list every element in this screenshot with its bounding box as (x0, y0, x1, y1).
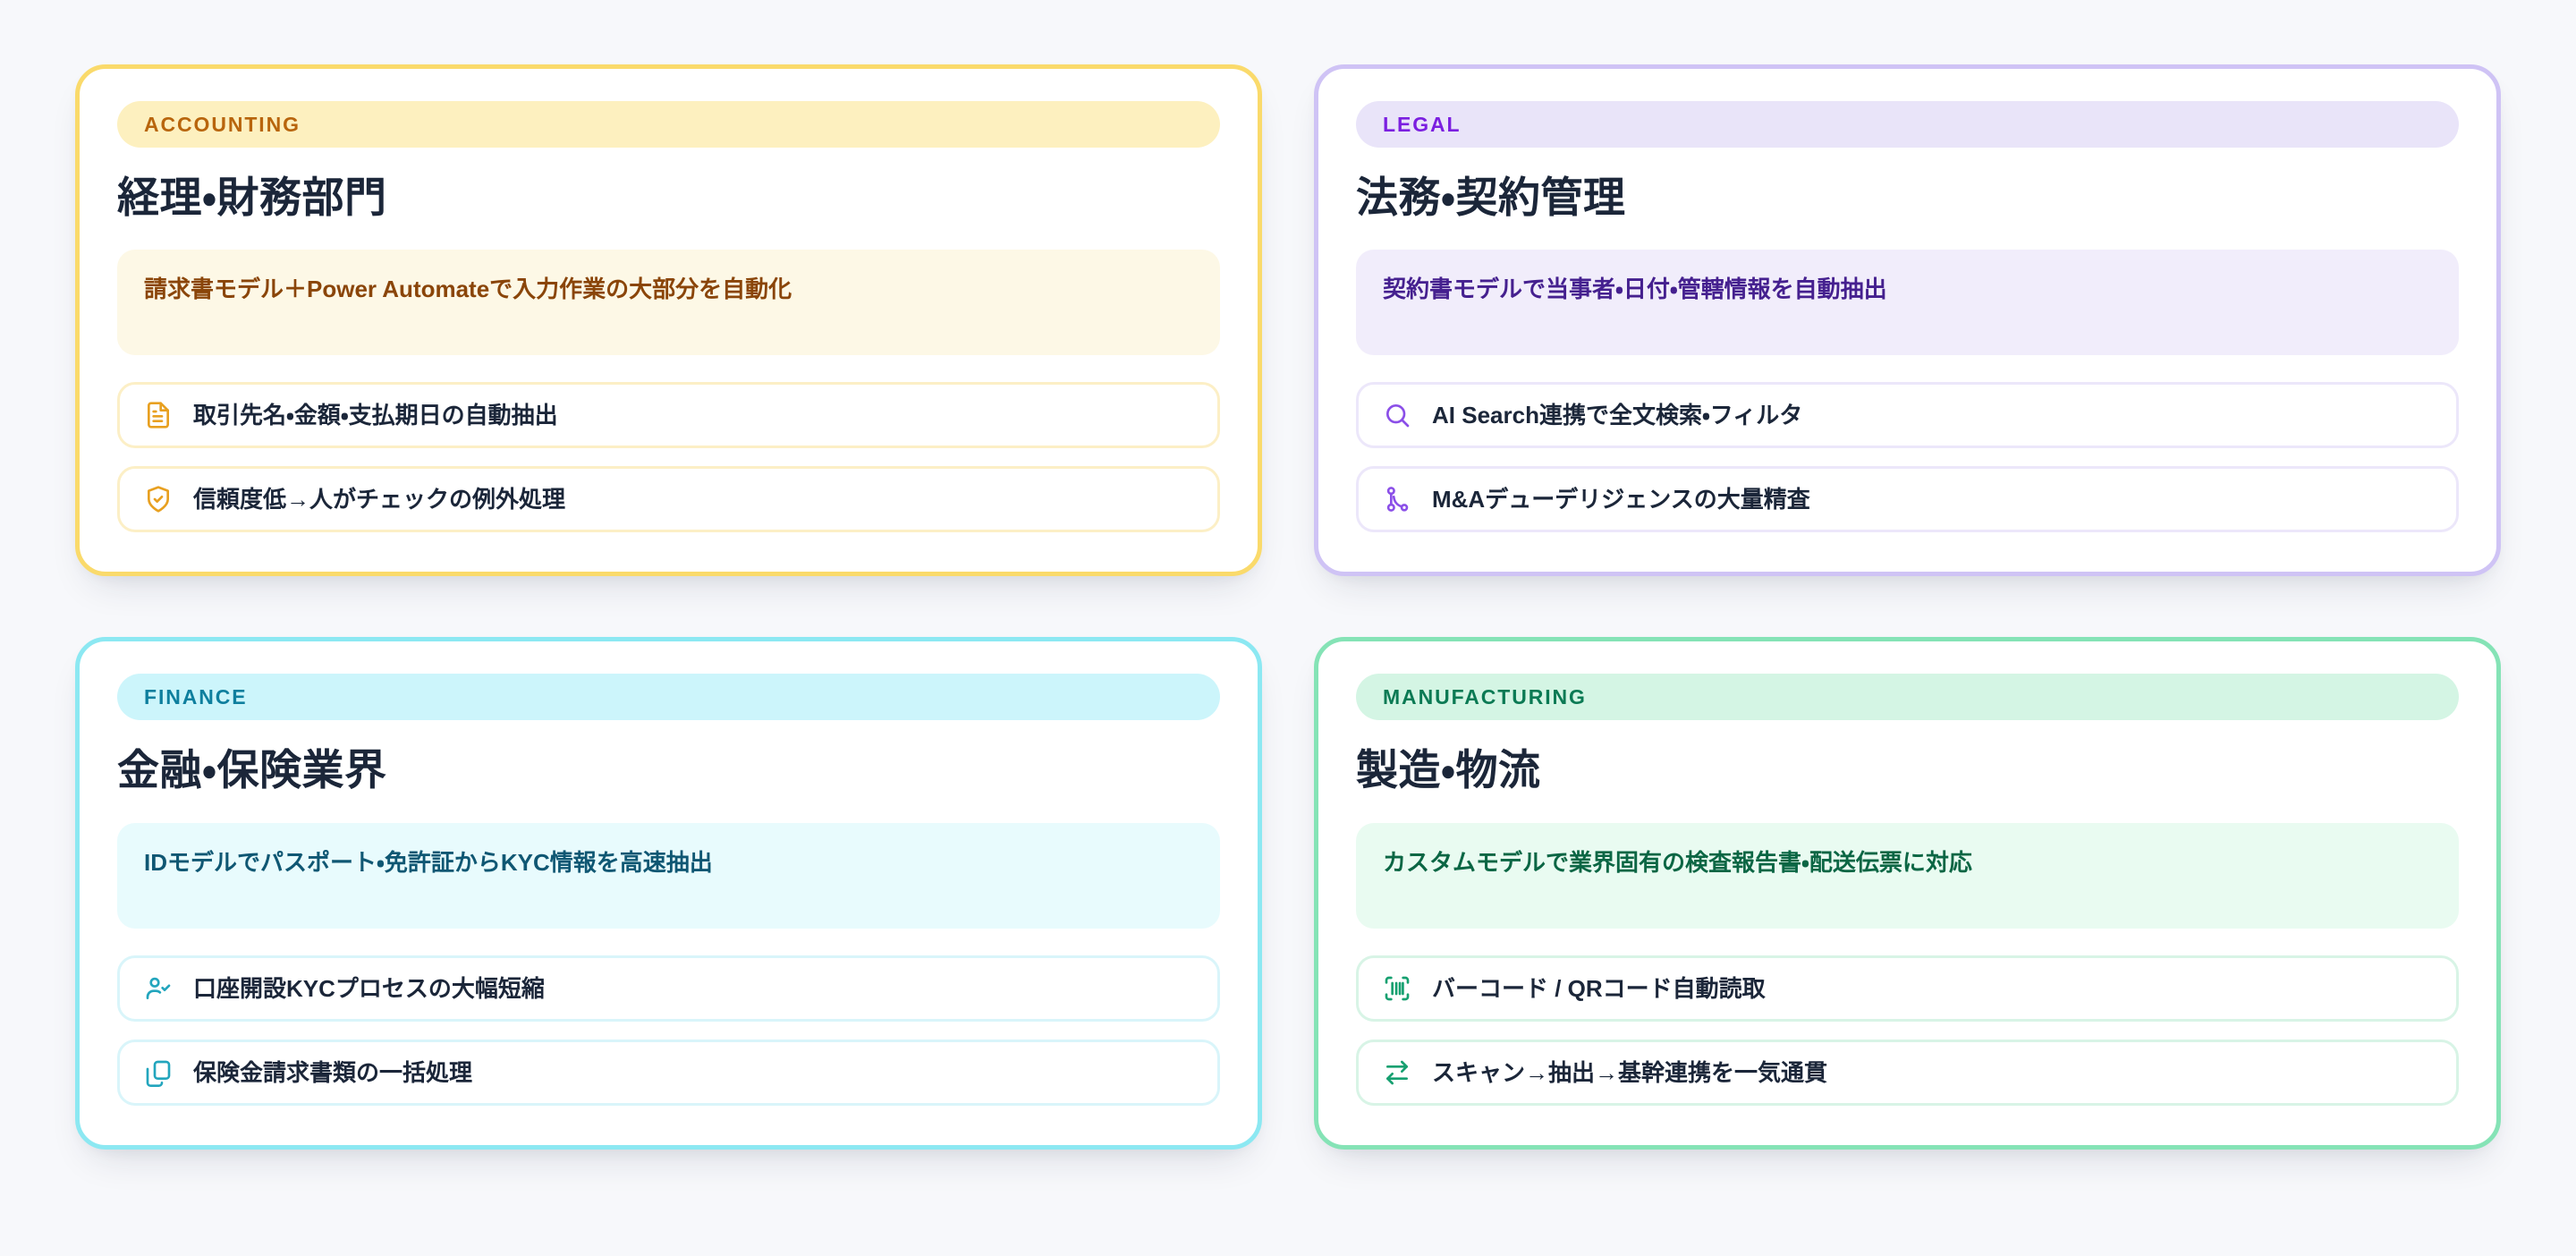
feature-label: M&Aデューデリジェンスの大量精査 (1432, 486, 1810, 513)
feature-row[interactable]: バーコード / QRコード自動読取 (1356, 955, 2459, 1022)
feature-list: 取引先名・金額・支払期日の自動抽出 信頼度低→人がチェックの例外処理 (117, 382, 1220, 533)
use-case-card-legal[interactable]: LEGAL 法務・契約管理 契約書モデルで当事者・日付・管轄情報を自動抽出 AI… (1314, 64, 2501, 577)
feature-row[interactable]: 取引先名・金額・支払期日の自動抽出 (117, 382, 1220, 449)
highlight-text: IDモデルでパスポート・免許証からKYC情報を高速抽出 (144, 848, 713, 876)
git-branch-icon (1382, 484, 1412, 514)
highlight-text: カスタムモデルで業界固有の検査報告書・配送伝票に対応 (1383, 848, 1972, 876)
feature-label: バーコード / QRコード自動読取 (1432, 974, 1766, 1002)
card-title: 法務・契約管理 (1356, 174, 1626, 221)
card-title: 経理・財務部門 (117, 174, 387, 221)
feature-list: バーコード / QRコード自動読取 スキャン→抽出→基幹連携を一気通貫 (1356, 955, 2459, 1106)
highlight-box: カスタムモデルで業界固有の検査報告書・配送伝票に対応 (1356, 822, 2459, 929)
scan-barcode-icon (1382, 973, 1412, 1004)
category-tag-label: ACCOUNTING (144, 112, 301, 136)
feature-row[interactable]: 口座開設KYCプロセスの大幅短縮 (117, 955, 1220, 1022)
feature-row[interactable]: 保険金請求書類の一括処理 (117, 1039, 1220, 1106)
feature-row[interactable]: 信頼度低→人がチェックの例外処理 (117, 466, 1220, 533)
feature-list: 口座開設KYCプロセスの大幅短縮 保険金請求書類の一括処理 (117, 955, 1220, 1106)
shield-check-icon (143, 484, 174, 514)
feature-row[interactable]: M&Aデューデリジェンスの大量精査 (1356, 466, 2459, 533)
category-tag-bar: MANUFACTURING (1356, 674, 2459, 721)
feature-label: 保険金請求書類の一括処理 (193, 1058, 473, 1086)
file-text-icon (143, 400, 174, 430)
highlight-box: 請求書モデル＋Power Automateで入力作業の大部分を自動化 (117, 250, 1220, 356)
highlight-box: 契約書モデルで当事者・日付・管轄情報を自動抽出 (1356, 250, 2459, 356)
feature-row[interactable]: AI Search連携で全文検索・フィルタ (1356, 382, 2459, 449)
feature-label: 信頼度低→人がチェックの例外処理 (193, 486, 566, 513)
use-case-card-accounting[interactable]: ACCOUNTING 経理・財務部門 請求書モデル＋Power Automate… (75, 64, 1262, 577)
category-tag-bar: ACCOUNTING (117, 101, 1220, 148)
category-tag-bar: FINANCE (117, 674, 1220, 721)
category-tag-bar: LEGAL (1356, 101, 2459, 148)
use-case-card-manufacturing[interactable]: MANUFACTURING 製造・物流 カスタムモデルで業界固有の検査報告書・配… (1314, 637, 2501, 1150)
use-case-card-finance[interactable]: FINANCE 金融・保険業界 IDモデルでパスポート・免許証からKYC情報を高… (75, 637, 1262, 1150)
category-tag-label: FINANCE (144, 684, 248, 709)
user-check-icon (143, 973, 174, 1004)
search-icon (1382, 400, 1412, 430)
highlight-text: 契約書モデルで当事者・日付・管轄情報を自動抽出 (1383, 276, 1887, 303)
feature-row[interactable]: スキャン→抽出→基幹連携を一気通貫 (1356, 1039, 2459, 1106)
feature-label: AI Search連携で全文検索・フィルタ (1432, 402, 1803, 429)
feature-label: 口座開設KYCプロセスの大幅短縮 (193, 974, 545, 1002)
card-title: 製造・物流 (1356, 746, 1541, 794)
feature-list: AI Search連携で全文検索・フィルタ M&Aデューデリジェンスの大量精査 (1356, 382, 2459, 533)
feature-label: 取引先名・金額・支払期日の自動抽出 (193, 402, 558, 429)
card-title: 金融・保険業界 (117, 746, 387, 794)
highlight-box: IDモデルでパスポート・免許証からKYC情報を高速抽出 (117, 822, 1220, 929)
highlight-text: 請求書モデル＋Power Automateで入力作業の大部分を自動化 (144, 276, 792, 303)
arrow-left-right-icon (1382, 1057, 1412, 1088)
category-tag-label: LEGAL (1383, 112, 1462, 136)
feature-label: スキャン→抽出→基幹連携を一気通貫 (1432, 1058, 1828, 1086)
use-case-card-grid: ACCOUNTING 経理・財務部門 請求書モデル＋Power Automate… (75, 64, 2501, 1150)
copy-icon (143, 1057, 174, 1088)
category-tag-label: MANUFACTURING (1383, 684, 1587, 709)
